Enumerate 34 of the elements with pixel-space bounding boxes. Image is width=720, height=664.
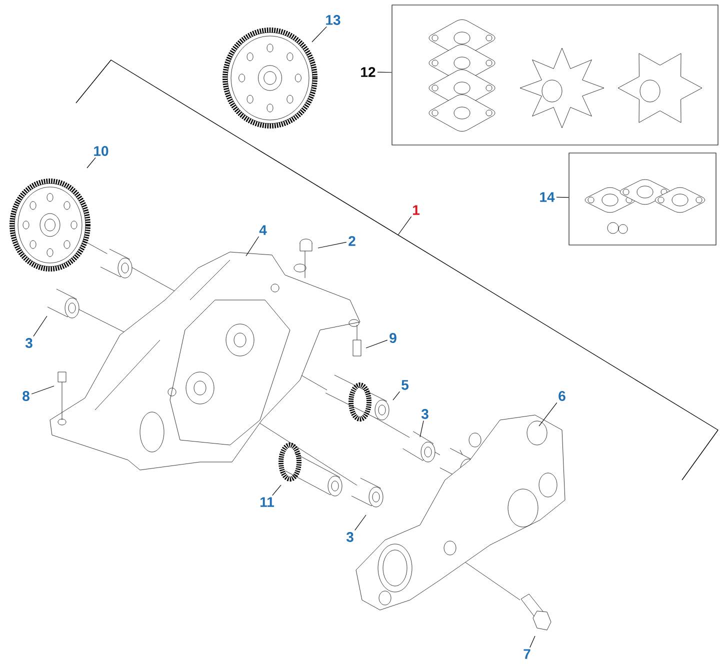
- leader-line: [318, 242, 347, 248]
- leader-line: [556, 196, 569, 198]
- callout-number: 8: [22, 391, 30, 401]
- leader-line: [538, 402, 558, 426]
- callout-number: 3: [421, 409, 428, 419]
- callout-number: 7: [524, 649, 530, 659]
- leader-line: [530, 636, 536, 648]
- callout-number: 10: [94, 146, 108, 156]
- callout-number: 6: [558, 391, 566, 401]
- leader-line: [272, 484, 282, 496]
- leader-line: [392, 391, 400, 400]
- callout-number: 12: [361, 67, 376, 77]
- callout-number: 11: [260, 497, 274, 507]
- callout-number: 14: [540, 192, 555, 202]
- callout-number: 9: [390, 333, 396, 343]
- leader-line: [354, 514, 366, 531]
- callout-number: 3: [25, 338, 32, 348]
- leader-line: [31, 386, 54, 394]
- callout-number: 4: [259, 225, 267, 235]
- callout-number: 13: [326, 15, 340, 25]
- leader-line: [377, 72, 392, 73]
- leader-line: [366, 340, 388, 348]
- leader-line: [312, 26, 327, 42]
- callout-number: 3: [346, 532, 354, 542]
- parts-kit-box: [392, 4, 718, 146]
- leader-line: [33, 316, 48, 337]
- callout-number: 1: [413, 205, 420, 215]
- leader-line: [420, 420, 424, 438]
- parts-kit-box: [568, 152, 716, 246]
- callout-number: 2: [348, 236, 356, 246]
- leader-line: [246, 236, 260, 256]
- callout-number: 5: [402, 380, 409, 390]
- leader-line: [86, 157, 96, 168]
- leader-line: [398, 216, 412, 236]
